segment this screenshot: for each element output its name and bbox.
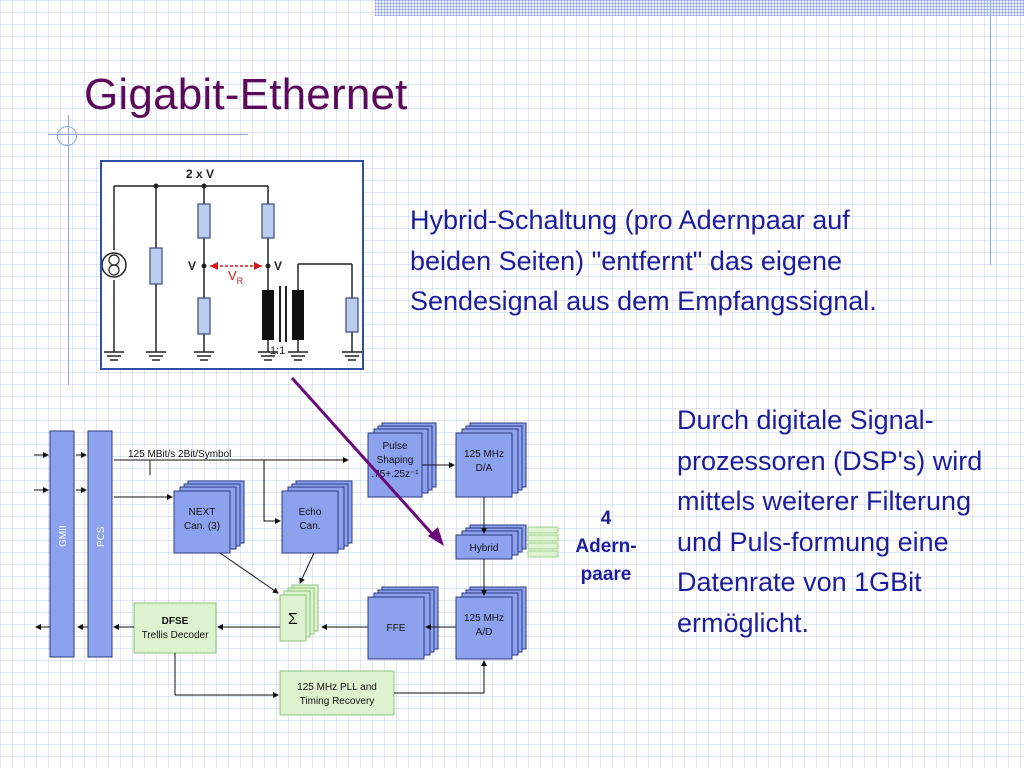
- gmii-label: GMII: [58, 525, 69, 547]
- dfse-decoder-block: DFSE Trellis Decoder: [133, 602, 217, 654]
- svg-text:Pulse: Pulse: [382, 441, 407, 452]
- hybrid-circuit-figure: 2 x V V V VR 1:1: [100, 160, 364, 370]
- dsp-description: Durch digitale Signal-prozessoren (DSP's…: [677, 405, 983, 638]
- hybrid-block: Hybrid: [455, 524, 559, 560]
- svg-text:125 MHz: 125 MHz: [464, 613, 504, 624]
- svg-text:Shaping: Shaping: [377, 455, 414, 466]
- svg-text:Hybrid: Hybrid: [470, 543, 499, 554]
- sigma-symbol: Σ: [288, 611, 298, 628]
- svg-text:Echo: Echo: [299, 507, 322, 518]
- pcs-label: PCS: [96, 526, 107, 547]
- svg-text:DFSE: DFSE: [162, 616, 189, 627]
- summation-block: Σ: [279, 584, 319, 642]
- svg-text:Timing Recovery: Timing Recovery: [300, 696, 375, 707]
- hybrid-description: Hybrid-Schaltung (pro Adernpaar auf beid…: [410, 205, 877, 316]
- ffe-block: FFE: [367, 586, 439, 660]
- left-decoration-line: [68, 115, 69, 385]
- svg-text:Can. (3): Can. (3): [184, 521, 220, 532]
- svg-text:NEXT: NEXT: [189, 507, 216, 518]
- svg-text:125 MHz PLL and: 125 MHz PLL and: [297, 682, 377, 693]
- supply-label: 2 x V: [186, 167, 214, 181]
- svg-text:Can.: Can.: [299, 521, 320, 532]
- svg-text:D/A: D/A: [476, 463, 493, 474]
- slide-title: Gigabit-Ethernet: [84, 70, 408, 119]
- hybrid-circuit-diagram: 2 x V V V VR 1:1: [101, 167, 362, 361]
- pulse-shaping-block: Pulse Shaping .75+.25z⁻¹: [367, 422, 437, 498]
- crosshair-decoration: [57, 126, 77, 146]
- node-left-label: V: [188, 259, 196, 273]
- rate-label: 125 MBit/s 2Bit/Symbol: [128, 449, 231, 460]
- title-decoration-line: [48, 134, 248, 135]
- right-decoration-line: [990, 0, 991, 265]
- top-decoration-band: [375, 0, 1024, 16]
- svg-text:.75+.25z⁻¹: .75+.25z⁻¹: [371, 469, 419, 480]
- svg-text:125 MHz: 125 MHz: [464, 449, 504, 460]
- wire-pairs-label: 4 Adern- paare: [575, 508, 637, 585]
- node-right-label: V: [274, 259, 282, 273]
- transceiver-block-diagram: GMII PCS 125 MBit/s 2Bit/Symbol Pulse Sh…: [34, 422, 559, 716]
- next-canceller-block: NEXT Can. (3): [173, 480, 245, 554]
- svg-text:A/D: A/D: [476, 627, 493, 638]
- transformer-ratio-label: 1:1: [270, 345, 285, 357]
- vr-label: VR: [228, 268, 244, 286]
- svg-text:Trellis Decoder: Trellis Decoder: [142, 630, 210, 641]
- svg-text:FFE: FFE: [387, 623, 406, 634]
- da-converter-block: 125 MHz D/A: [455, 422, 527, 498]
- ad-converter-block: 125 MHz A/D: [455, 586, 527, 660]
- pll-timing-block: 125 MHz PLL and Timing Recovery: [279, 670, 395, 716]
- echo-canceller-block: Echo Can.: [281, 480, 353, 554]
